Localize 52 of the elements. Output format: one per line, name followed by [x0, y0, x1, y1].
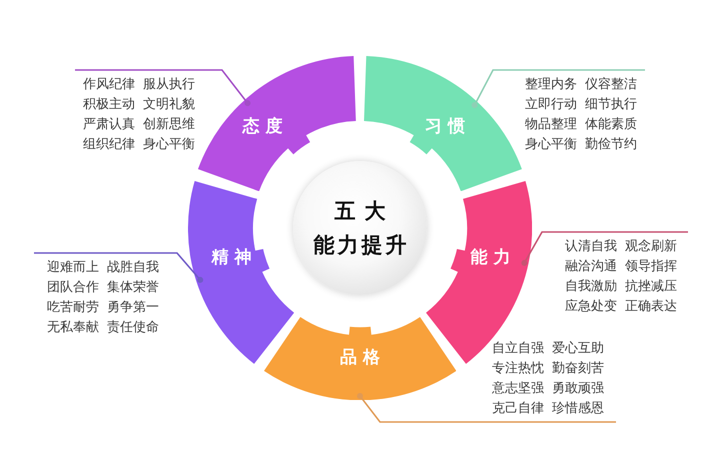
- keyword-label: 勇敢顽强: [552, 380, 604, 398]
- segment-label: 习惯: [424, 118, 471, 136]
- keyword-label: 文明礼貌: [143, 96, 195, 114]
- segment-label: 精神: [210, 248, 258, 268]
- keyword-label: 仪容整洁: [585, 76, 637, 94]
- keyword-label: 立即行动: [525, 96, 577, 114]
- keyword-label: 勤俭节约: [585, 136, 637, 154]
- keyword-label: 吃苦耐劳: [47, 299, 99, 317]
- keyword-label: 观念刷新: [625, 238, 677, 256]
- center-heading: 能力提升: [312, 231, 410, 259]
- keyword-label: 认清自我: [565, 238, 617, 256]
- keyword-label: 物品整理: [525, 116, 577, 134]
- keyword-label: 整理内务: [525, 76, 577, 94]
- keyword-label: 责任使命: [107, 319, 159, 337]
- center-heading: 五大: [334, 197, 394, 226]
- leader-line: [75, 69, 251, 106]
- keyword-label: 融洽沟通: [565, 258, 617, 276]
- segment-label: 品格: [338, 348, 386, 368]
- keyword-label: 细节执行: [585, 96, 637, 114]
- keyword-label: 意志坚强: [492, 380, 544, 398]
- keyword-label: 应急处变: [565, 298, 617, 316]
- leader-line: [521, 231, 688, 266]
- segment-label: 态度: [241, 118, 289, 137]
- keyword-label: 积极主动: [83, 96, 135, 114]
- keyword-label: 爱心互助: [552, 340, 604, 358]
- keyword-label: 作风纪律: [83, 76, 135, 94]
- keyword-label: 专注热忱: [492, 360, 544, 378]
- keyword-label: 迎难而上: [47, 259, 99, 277]
- keyword-label: 领导指挥: [625, 258, 677, 276]
- keyword-label: 自我激励: [565, 278, 617, 296]
- keyword-label: 自立自强: [492, 340, 544, 358]
- keyword-label: 抗挫减压: [625, 278, 677, 296]
- keyword-label: 身心平衡: [525, 136, 577, 154]
- keyword-label: 珍惜感恩: [552, 400, 604, 418]
- keyword-label: 战胜自我: [107, 259, 159, 277]
- keyword-label: 集体荣誉: [107, 279, 159, 297]
- leader-line: [34, 252, 204, 283]
- keyword-label: 服从执行: [143, 76, 195, 94]
- keyword-label: 体能素质: [585, 116, 637, 134]
- keyword-label: 勤奋刻苦: [552, 360, 604, 378]
- segment-label: 能力: [470, 248, 517, 268]
- keyword-label: 无私奉献: [47, 319, 99, 337]
- keyword-label: 创新思维: [143, 116, 195, 134]
- keyword-label: 严肃认真: [83, 116, 135, 134]
- keyword-label: 正确表达: [625, 298, 677, 316]
- leader-line: [472, 69, 645, 108]
- keyword-label: 克己自律: [492, 400, 544, 418]
- keyword-label: 团队合作: [47, 279, 99, 297]
- keyword-label: 组织纪律: [83, 136, 135, 154]
- leader-line: [357, 393, 616, 423]
- keyword-label: 勇争第一: [107, 299, 159, 317]
- keyword-label: 身心平衡: [143, 136, 195, 154]
